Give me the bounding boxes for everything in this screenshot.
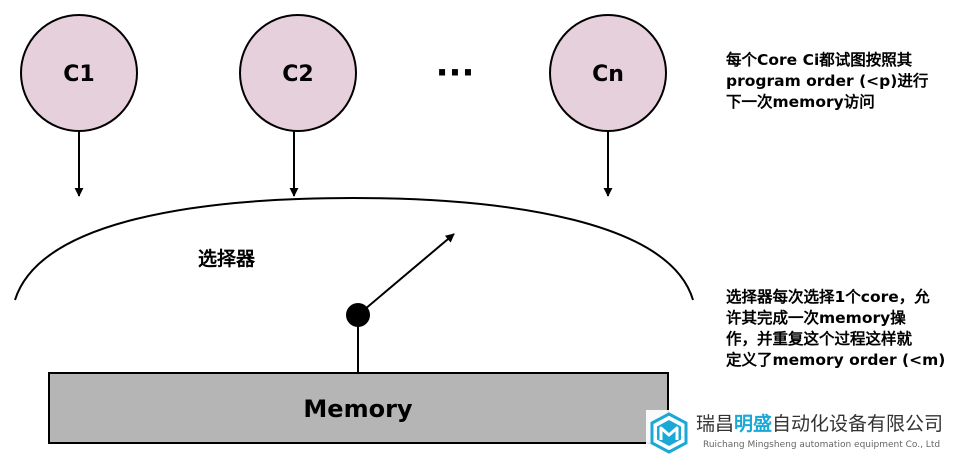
memory-order-note-line: 定义了memory order (<m): [726, 351, 946, 369]
core-label-c1: C1: [63, 62, 94, 87]
memory-order-note-line: 许其完成一次memory操: [726, 309, 906, 327]
core-label-c2: C2: [282, 62, 313, 87]
program-order-note-line: 每个Core Ci都试图按照其: [726, 51, 913, 69]
program-order-note-line: program order (<p)进行: [726, 72, 929, 90]
memory-order-note: 选择器每次选择1个core，允 许其完成一次memory操 作，并重复这个过程这…: [726, 287, 945, 371]
switch-pivot: [346, 303, 370, 327]
company-name-prefix: 瑞昌: [696, 413, 735, 435]
core-label-cn: Cn: [592, 62, 624, 87]
company-name-suffix: 自动化设备有限公司: [772, 413, 944, 435]
program-order-note: 每个Core Ci都试图按照其 program order (<p)进行 下一次…: [726, 50, 928, 113]
selector-arc: [14, 196, 694, 301]
core-node-c1: C1: [20, 14, 138, 132]
switch-pointer-arrow: [357, 233, 455, 316]
selector-label: 选择器: [198, 248, 256, 270]
program-order-note-line: 下一次memory访问: [726, 93, 875, 111]
memory-label: Memory: [303, 395, 412, 423]
company-name: 瑞昌明盛自动化设备有限公司: [696, 412, 943, 436]
memory-order-note-line: 选择器每次选择1个core，允: [726, 288, 930, 306]
company-name-brand: 明盛: [734, 413, 773, 435]
memory-block: [48, 372, 669, 444]
memory-order-note-line: 作，并重复这个过程这样就: [726, 330, 913, 348]
core-circle-c2: [239, 14, 357, 132]
cores-ellipsis: ···: [436, 53, 475, 93]
company-logo-icon: [650, 412, 688, 454]
company-subtitle: Ruichang Mingsheng automation equipment …: [703, 440, 941, 450]
core-node-cn: Cn: [549, 14, 667, 132]
company-watermark: 瑞昌明盛自动化设备有限公司 Ruichang Mingsheng automat…: [646, 410, 975, 457]
core-node-c2: C2: [239, 14, 357, 132]
